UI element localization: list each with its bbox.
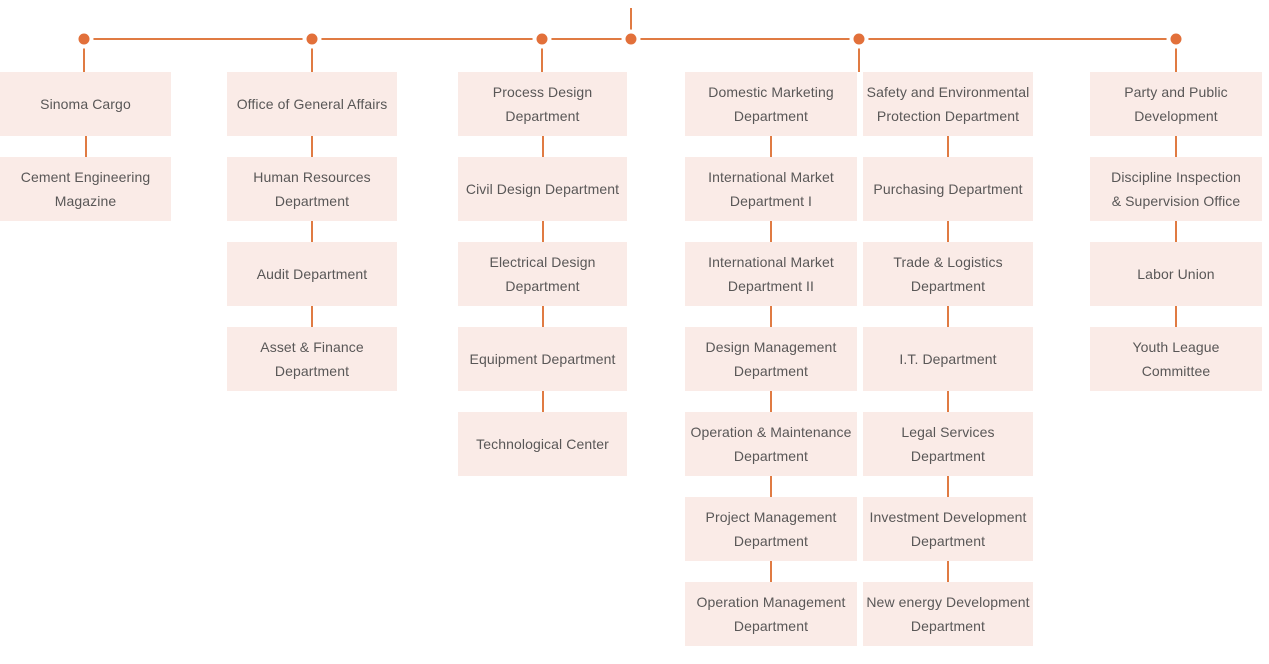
org-node: Process Design Department (458, 72, 627, 136)
node-connector-line (770, 136, 772, 157)
branch-drop-line (1174, 38, 1177, 72)
branch-drop-line (311, 38, 313, 72)
org-node: Equipment Department (458, 327, 627, 391)
org-node: Asset & Finance Department (227, 327, 397, 391)
org-node: Discipline Inspection & Supervision Offi… (1090, 157, 1262, 221)
node-connector-line (1175, 221, 1177, 242)
org-node: International Market Department I (685, 157, 857, 221)
org-node: Operation & Maintenance Department (685, 412, 857, 476)
branch-junction-dot (532, 29, 551, 49)
org-node: Labor Union (1090, 242, 1262, 306)
node-connector-line (770, 306, 772, 327)
node-connector-line (770, 391, 772, 412)
branch-drop-line (540, 38, 543, 72)
branch-drop-line (83, 38, 85, 72)
node-connector-line (541, 136, 544, 157)
org-node: I.T. Department (863, 327, 1033, 391)
org-node: Domestic Marketing Department (685, 72, 857, 136)
tree-root-line (630, 8, 632, 39)
org-node: Project Management Department (685, 497, 857, 561)
node-connector-line (311, 221, 313, 242)
org-node: Trade & Logistics Department (863, 242, 1033, 306)
org-node: Technological Center (458, 412, 627, 476)
org-node: Civil Design Department (458, 157, 627, 221)
node-connector-line (1175, 136, 1177, 157)
org-node: Audit Department (227, 242, 397, 306)
node-connector-line (947, 221, 949, 242)
org-node: Cement Engineering Magazine (0, 157, 171, 221)
org-node: Party and Public Development (1090, 72, 1262, 136)
node-connector-line (947, 561, 949, 582)
node-connector-line (947, 306, 949, 327)
node-connector-line (541, 221, 544, 242)
org-node: International Market Department II (685, 242, 857, 306)
node-connector-line (770, 561, 772, 582)
org-node: Human Resources Department (227, 157, 397, 221)
node-connector-line (311, 306, 313, 327)
org-node: Legal Services Department (863, 412, 1033, 476)
branch-junction-dot (74, 29, 94, 49)
org-node: Safety and Environmental Protection Depa… (863, 72, 1033, 136)
org-node: Design Management Department (685, 327, 857, 391)
node-connector-line (541, 391, 544, 412)
node-connector-line (770, 221, 772, 242)
node-connector-line (311, 136, 313, 157)
org-node: Sinoma Cargo (0, 72, 171, 136)
org-node: Electrical Design Department (458, 242, 627, 306)
node-connector-line (541, 306, 544, 327)
branch-junction-dot (849, 29, 869, 49)
org-node: Purchasing Department (863, 157, 1033, 221)
org-node: New energy Development Department (863, 582, 1033, 646)
node-connector-line (84, 136, 87, 157)
branch-drop-line (858, 38, 860, 72)
branch-junction-dot (302, 29, 322, 49)
org-node: Operation Management Department (685, 582, 857, 646)
node-connector-line (770, 476, 772, 497)
node-connector-line (947, 136, 949, 157)
node-connector-line (947, 391, 949, 412)
node-connector-line (947, 476, 949, 497)
tree-junction-dot (621, 29, 641, 49)
org-node: Youth League Committee (1090, 327, 1262, 391)
node-connector-line (1175, 306, 1177, 327)
branch-junction-dot (1166, 29, 1185, 49)
org-node: Office of General Affairs (227, 72, 397, 136)
org-node: Investment Development Department (863, 497, 1033, 561)
